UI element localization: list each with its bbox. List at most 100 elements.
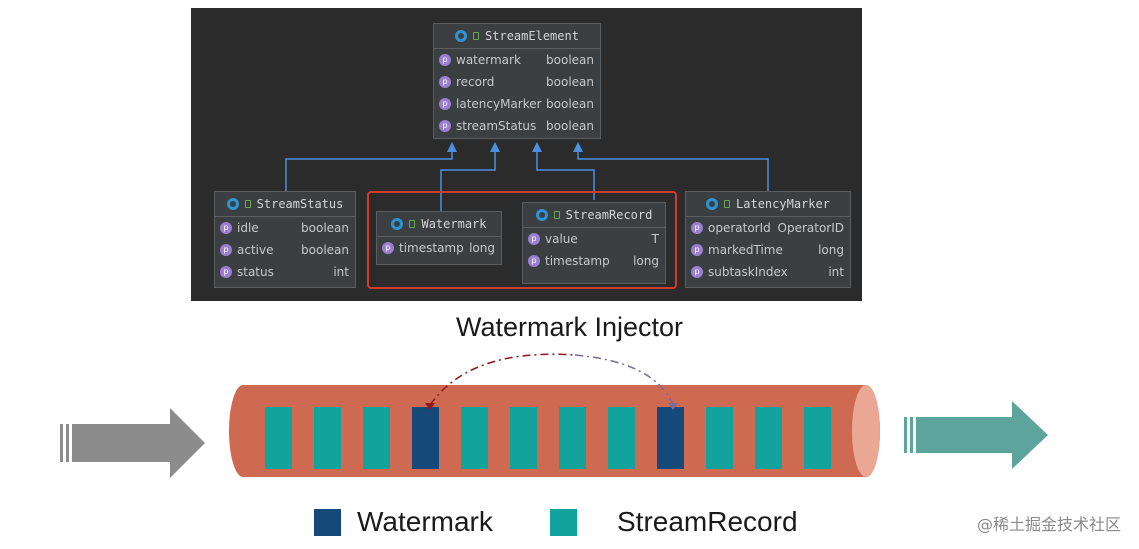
field-name: timestamp: [545, 254, 610, 268]
legend-swatch: [550, 508, 577, 536]
streamrecord-element: [755, 407, 782, 469]
field-type: long: [469, 241, 495, 255]
field-icon: p: [220, 222, 232, 234]
class-name: StreamRecord: [565, 208, 653, 222]
class-header: Watermark: [377, 212, 501, 237]
inherit-arrowhead: [573, 142, 583, 152]
lock-icon: [553, 211, 560, 219]
field-icon: p: [220, 266, 232, 278]
highlight-box: [367, 191, 677, 289]
streamrecord-element: [510, 407, 537, 469]
field-name: subtaskIndex: [708, 265, 788, 279]
class-icon: [391, 218, 404, 230]
stream-items: [265, 407, 831, 469]
site-watermark: @稀土掘金技术社区: [976, 515, 1121, 534]
field-name: active: [237, 243, 274, 257]
field-type: boolean: [301, 221, 349, 235]
field-type: boolean: [546, 97, 594, 111]
field-icon: p: [691, 266, 703, 278]
field-type: OperatorID: [777, 221, 845, 235]
streamrecord-element: [461, 407, 488, 469]
connector-watermark: [440, 146, 496, 211]
field-icon: p: [528, 233, 540, 245]
inheritance-connectors: [285, 142, 769, 211]
class-name: LatencyMarker: [736, 197, 830, 211]
field-name: watermark: [456, 53, 521, 67]
class-name: StreamStatus: [256, 197, 344, 211]
connector-streamrecord: [536, 146, 595, 200]
pipe-end: [852, 385, 880, 477]
class-header: StreamRecord: [523, 203, 665, 228]
streamrecord-element: [265, 407, 292, 469]
streamrecord-element: [314, 407, 341, 469]
inherit-arrowhead: [490, 142, 500, 152]
output-arrow: [904, 401, 1048, 469]
class-icon: [535, 209, 548, 221]
field-row: p latencyMarker boolean: [434, 93, 600, 115]
field-icon: p: [691, 222, 703, 234]
legend-label: Watermark: [357, 506, 493, 537]
field-icon: p: [439, 120, 451, 132]
streamrecord-element: [559, 407, 586, 469]
injector-arc-right: [574, 354, 674, 406]
field-name: operatorId: [708, 221, 771, 235]
field-type: boolean: [301, 243, 349, 257]
class-header: StreamElement: [434, 24, 600, 49]
connector-streamstatus: [285, 146, 453, 191]
legend-swatch: [314, 508, 341, 536]
streamrecord-element: [804, 407, 831, 469]
legend-streamrecord: StreamRecord: [550, 506, 798, 538]
class-header: StreamStatus: [215, 192, 355, 217]
legend-label: StreamRecord: [617, 506, 798, 537]
watermark-element: [657, 407, 684, 469]
streamrecord-element: [363, 407, 390, 469]
class-name: Watermark: [421, 217, 487, 231]
class-icon: [706, 198, 719, 210]
field-type: T: [651, 232, 659, 246]
field-name: streamStatus: [456, 119, 537, 133]
field-name: latencyMarker: [456, 97, 542, 111]
field-type: long: [818, 243, 844, 257]
injector-arrowhead: [668, 403, 678, 410]
class-header: LatencyMarker: [686, 192, 850, 217]
field-name: record: [456, 75, 495, 89]
injector-arcs: [429, 353, 674, 406]
field-type: int: [333, 265, 349, 279]
streamrecord-element: [608, 407, 635, 469]
field-icon: p: [220, 244, 232, 256]
field-row: p operatorId OperatorID: [686, 217, 850, 239]
connector-latencymarker: [577, 146, 769, 191]
field-name: value: [545, 232, 578, 246]
watermark-element: [412, 407, 439, 469]
streamrecord-element: [706, 407, 733, 469]
lock-icon: [473, 32, 480, 40]
field-type: boolean: [546, 53, 594, 67]
field-icon: p: [382, 242, 394, 254]
inherit-arrowhead: [447, 142, 457, 152]
field-type: long: [633, 254, 659, 268]
input-arrow: [60, 408, 205, 478]
lock-icon: [724, 200, 731, 208]
injector-title: Watermark Injector: [455, 312, 684, 342]
field-icon: p: [439, 98, 451, 110]
lock-icon: [244, 200, 251, 208]
lock-icon: [409, 220, 416, 228]
class-name: StreamElement: [485, 29, 579, 43]
field-name: status: [237, 265, 274, 279]
legend-watermark: Watermark: [314, 506, 493, 538]
